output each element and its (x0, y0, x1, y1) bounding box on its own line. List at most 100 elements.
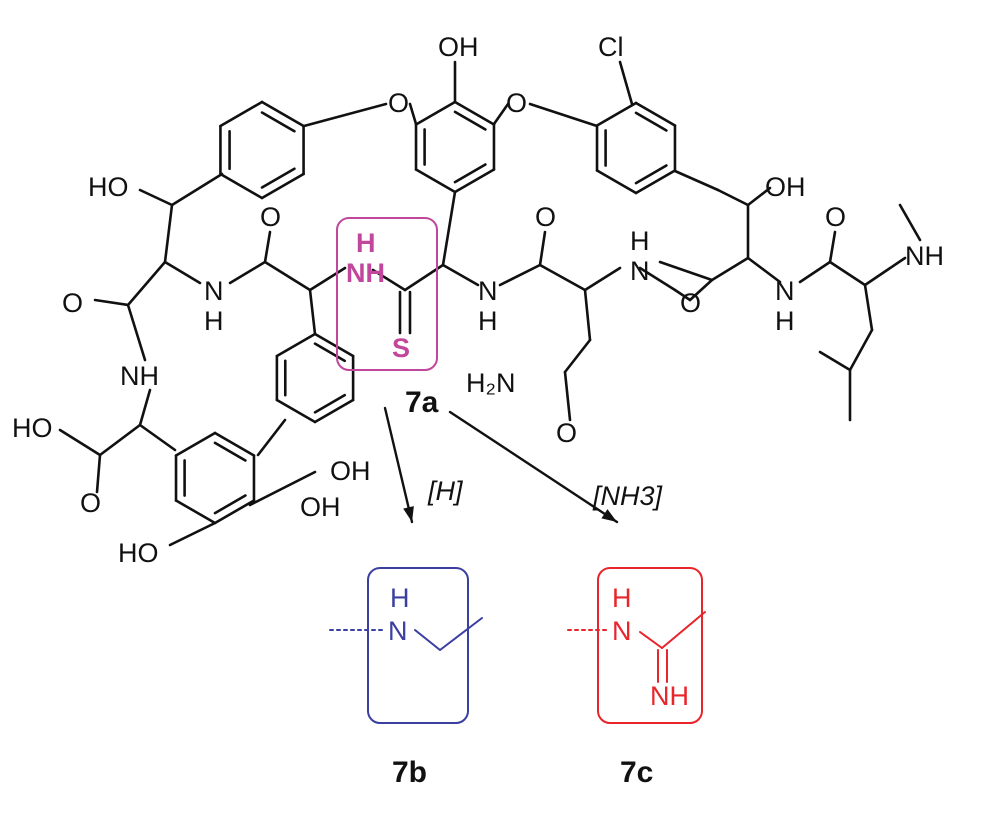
bond (563, 338, 592, 374)
bond (639, 631, 663, 649)
atom-n: N (478, 276, 498, 306)
frag-7c-nh: NH (650, 681, 689, 711)
atom-sulfur: S (392, 333, 410, 363)
bond (634, 111, 668, 132)
arrow-to-7b (383, 406, 414, 524)
atom-h: H (630, 226, 650, 256)
bond (439, 617, 483, 651)
atom-nh: NH (120, 361, 159, 391)
bond (371, 268, 407, 292)
atom-o-ether-right: O (506, 88, 527, 118)
bond (168, 521, 217, 547)
bond (414, 629, 441, 651)
bond (453, 163, 487, 184)
thioamide-highlight-box (336, 217, 438, 371)
atom-o-carbonyl: O (825, 202, 846, 232)
bond (818, 350, 852, 372)
atom-ho-left: HO (88, 172, 129, 202)
compound-label-7a: 7a (405, 386, 439, 419)
bond (138, 388, 152, 427)
atom-h: H (478, 306, 498, 336)
bond (408, 102, 418, 126)
atom-o-carbonyl: O (680, 288, 701, 318)
bond (248, 470, 317, 507)
bond (126, 303, 147, 362)
atom-h: H (775, 306, 795, 336)
bond (174, 431, 217, 457)
atom-o-carbonyl: O (260, 202, 281, 232)
atom-oh-top: OH (438, 32, 479, 62)
bond (126, 260, 167, 307)
bond (563, 370, 572, 422)
atom-n: N (775, 276, 795, 306)
bond (688, 278, 714, 302)
bond (219, 172, 264, 200)
amidine-highlight-box (597, 567, 703, 724)
bond (263, 230, 272, 264)
bond (170, 172, 224, 207)
bond (658, 260, 714, 282)
bond (828, 260, 867, 287)
bond (441, 190, 457, 267)
bond (213, 494, 247, 515)
bond (275, 398, 317, 424)
atom-o-ether-left: O (388, 88, 409, 118)
bond (58, 428, 102, 457)
bonds (58, 60, 922, 547)
bond (538, 263, 587, 292)
atom-cl: Cl (598, 32, 624, 62)
reagent-reduction: [H] (427, 476, 464, 506)
atom-ho-bottom: HO (118, 538, 159, 568)
bond (898, 203, 922, 242)
bond (528, 102, 599, 128)
bond (673, 288, 692, 302)
bond (308, 288, 317, 336)
bond (275, 332, 317, 358)
reagent-ammonia: [NH3] (592, 481, 664, 511)
arrowhead (403, 506, 414, 522)
bond (228, 260, 267, 285)
bond (583, 288, 592, 342)
bond (260, 111, 296, 133)
atom-ho-acid: HO (12, 413, 53, 443)
bond (583, 266, 622, 292)
frag-7c-n: N (612, 616, 632, 646)
bond (595, 101, 638, 127)
bond (138, 188, 174, 207)
arrowhead (601, 509, 617, 522)
atom-oh-right: OH (765, 172, 806, 202)
bond (634, 101, 677, 127)
bond (93, 298, 130, 307)
bond (453, 110, 487, 131)
amine-highlight-box (367, 567, 469, 724)
bond (414, 168, 457, 194)
bond (798, 260, 832, 284)
bond (263, 260, 312, 292)
bond (634, 169, 677, 195)
compound-label-7b: 7b (392, 756, 427, 789)
bond (213, 441, 247, 462)
bond (453, 168, 496, 194)
bond (595, 169, 638, 195)
bond (848, 328, 874, 372)
bond (95, 453, 102, 494)
bond (638, 266, 677, 292)
atom-o-carbonyl: O (535, 202, 556, 232)
bond (746, 256, 782, 284)
bond (710, 256, 750, 282)
atom-o-carbonyl: O (62, 288, 83, 318)
bond (213, 499, 256, 525)
bond (313, 332, 355, 358)
bond (256, 418, 287, 457)
bond (138, 423, 177, 452)
atom-n: N (630, 256, 650, 286)
atom-h: H (204, 306, 224, 336)
bond (98, 423, 142, 457)
atom-n: N (204, 276, 224, 306)
atom-o-acid: O (80, 488, 101, 518)
fragment-bonds (329, 611, 706, 683)
bond (313, 398, 355, 424)
atom-oh: OH (300, 492, 341, 522)
